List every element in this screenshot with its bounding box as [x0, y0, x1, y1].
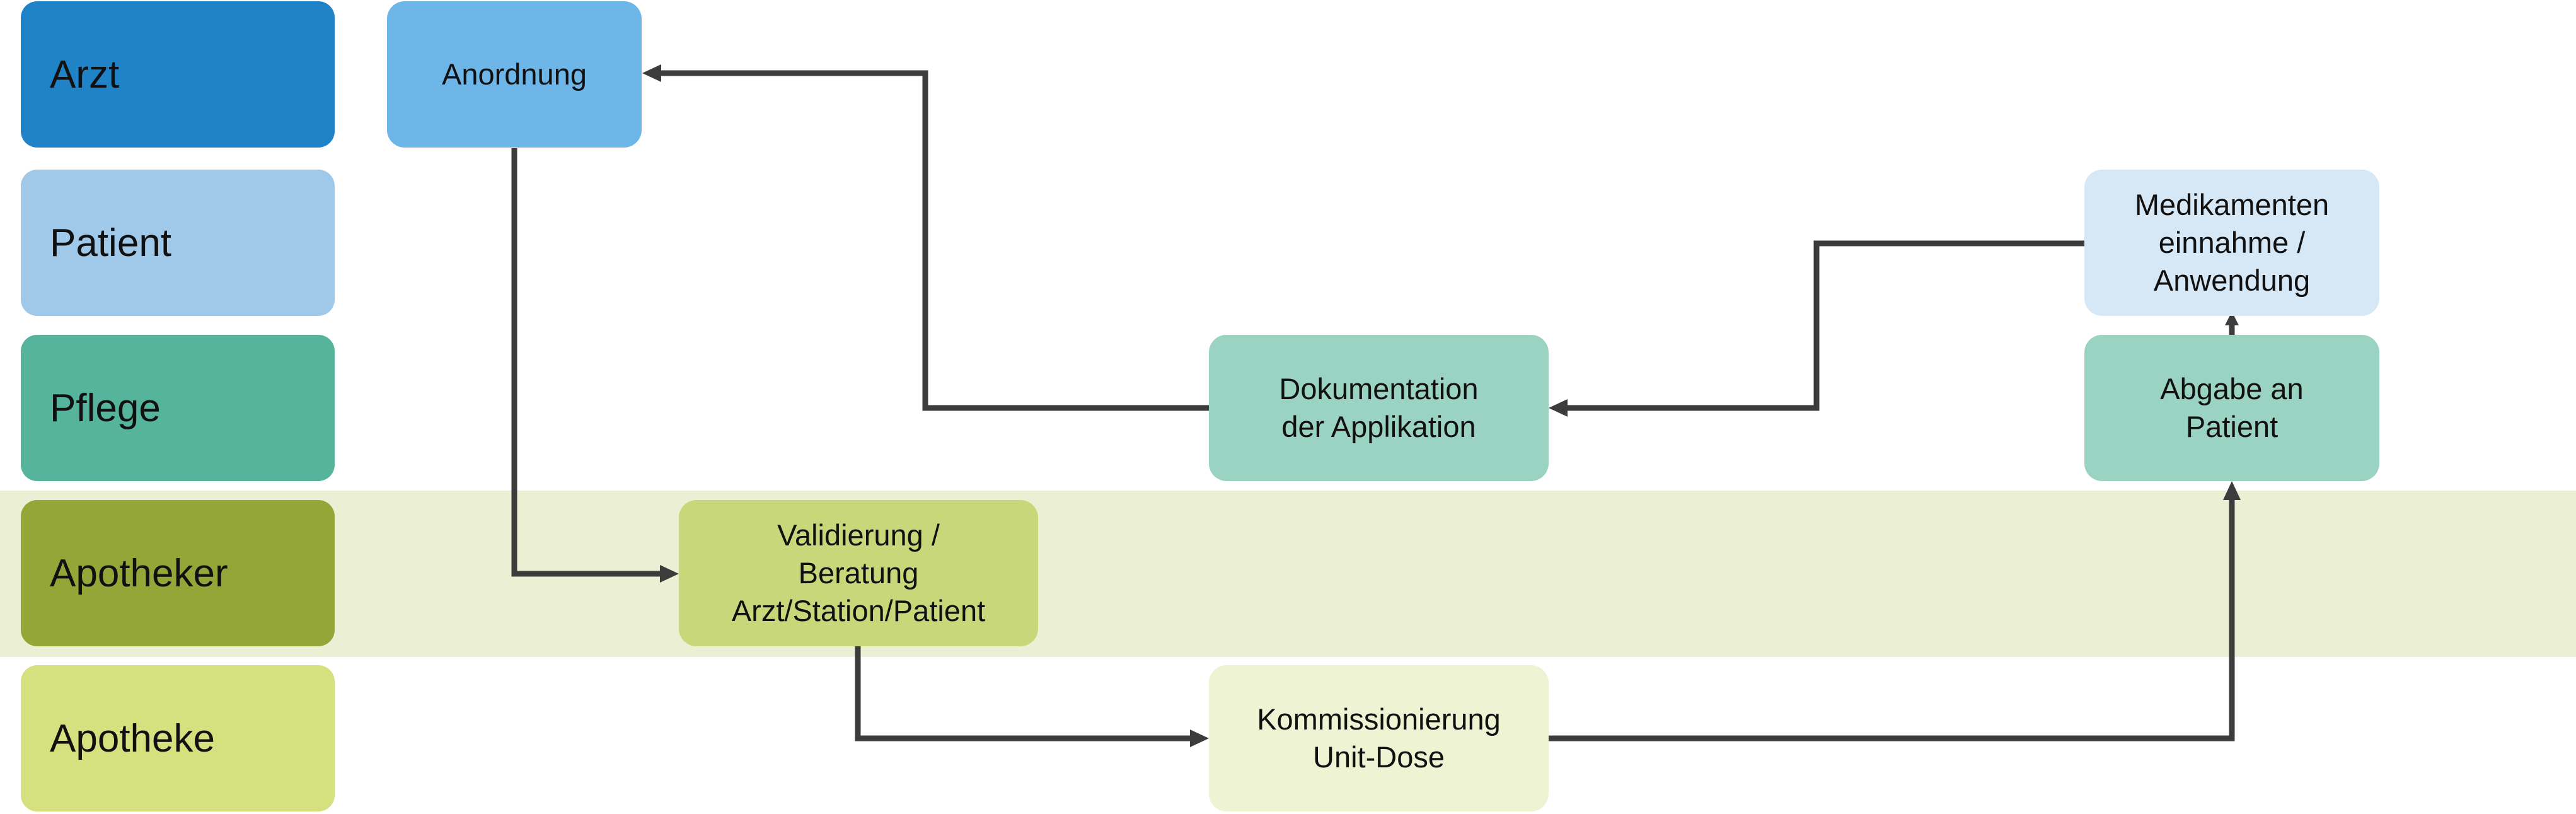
lane-apotheker: Apotheker [21, 500, 335, 646]
lane-arzt: Arzt [21, 1, 335, 148]
lane-label: Pflege [50, 386, 161, 430]
lane-label: Apotheke [50, 716, 215, 760]
node-dokumentation: Dokumentation der Applikation [1209, 335, 1549, 481]
node-validierung: Validierung / Beratung Arzt/Station/Pati… [679, 500, 1038, 646]
node-label: Anordnung [442, 57, 587, 91]
edge-kommissionierung-abgabe [1549, 498, 2235, 741]
node-label: Validierung / Beratung Arzt/Station/Pati… [731, 518, 986, 628]
edge-einnahme-dokumentation [1567, 240, 2084, 411]
apotheker-highlight-band [0, 491, 2576, 657]
node-kommissionierung: Kommissionierung Unit-Dose [1209, 665, 1549, 811]
lane-label: Arzt [50, 52, 120, 96]
arrowhead-icon [1549, 399, 1568, 417]
lane-label: Apotheker [50, 551, 228, 595]
arrowhead-icon [1190, 730, 1209, 747]
node-abgabe: Abgabe an Patient [2084, 335, 2379, 481]
arrowhead-icon [2225, 311, 2239, 325]
lane-patient: Patient [21, 170, 335, 316]
node-label: Kommissionierung Unit-Dose [1257, 702, 1501, 774]
arrowhead-icon [660, 565, 679, 583]
lane-apotheke: Apotheke [21, 665, 335, 811]
edge-validierung-kommissionierung [855, 646, 1191, 741]
node-anordnung: Anordnung [387, 1, 642, 148]
edge-anordnung-validierung [511, 148, 662, 577]
node-label: Dokumentation der Applikation [1279, 371, 1479, 443]
node-einnahme: Medikamenten einnahme / Anwendung [2084, 170, 2379, 316]
node-label: Medikamenten einnahme / Anwendung [2134, 187, 2330, 298]
node-label: Abgabe an Patient [2160, 371, 2304, 443]
arrowhead-icon [2223, 481, 2241, 500]
lane-label: Patient [50, 221, 172, 265]
edge-dokumentation-anordnung [661, 70, 1209, 411]
lane-pflege: Pflege [21, 335, 335, 481]
arrowhead-icon [642, 64, 661, 82]
